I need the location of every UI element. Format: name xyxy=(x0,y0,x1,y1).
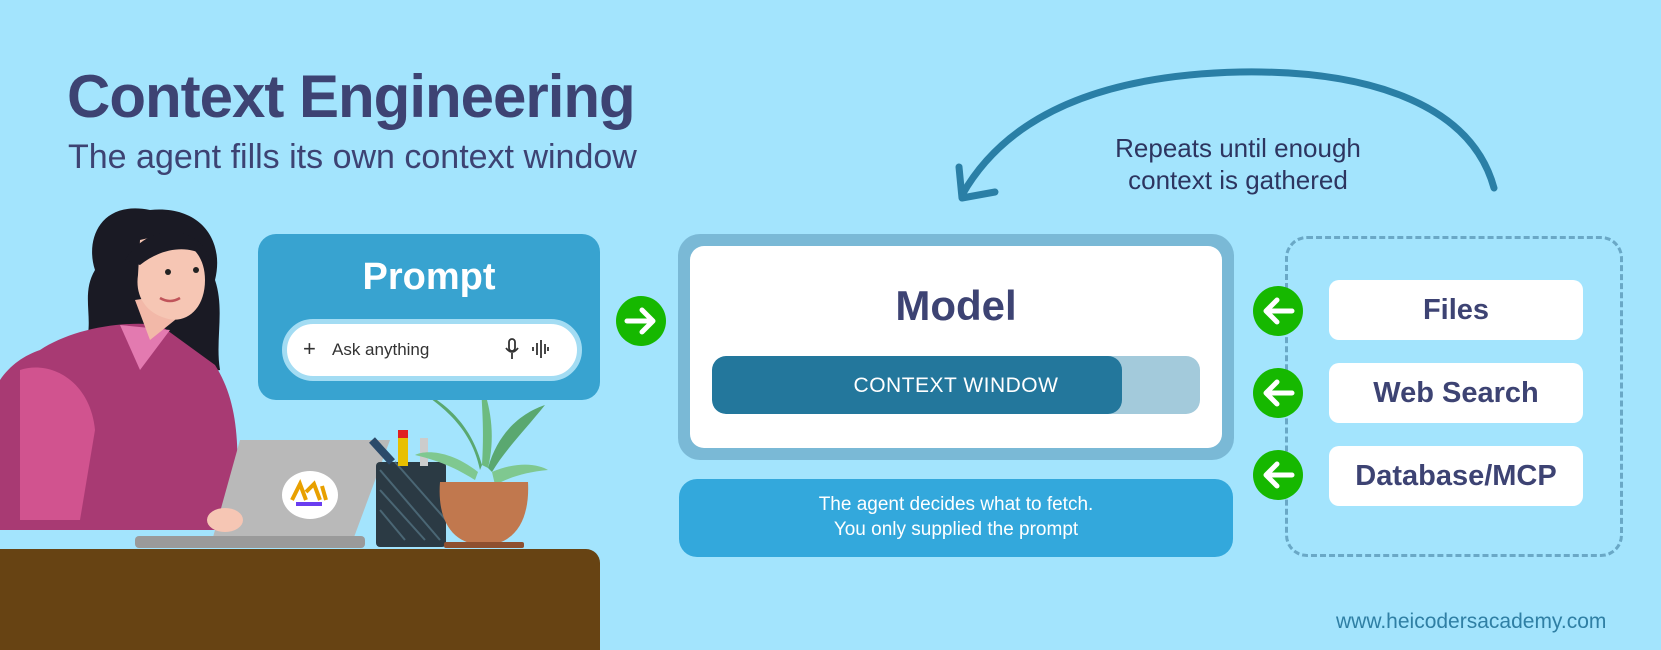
prompt-input[interactable]: + Ask anything xyxy=(282,319,582,381)
arrow-right-icon xyxy=(616,296,666,346)
plus-icon[interactable]: + xyxy=(303,336,316,361)
arrow-left-icon xyxy=(1253,450,1303,500)
loop-arrow-icon xyxy=(955,68,1498,202)
model-inner: Model CONTEXT WINDOW xyxy=(690,246,1222,448)
source-database-mcp: Database/MCP xyxy=(1329,446,1583,506)
woman-at-laptop-illustration xyxy=(0,208,548,548)
loop-caption-line-2: context is gathered xyxy=(1128,165,1348,195)
source-label: Database/MCP xyxy=(1355,460,1557,492)
context-window-bar: CONTEXT WINDOW xyxy=(712,356,1200,414)
source-label: Files xyxy=(1422,294,1490,326)
arrow-left-icon xyxy=(1253,286,1303,336)
website-url: www.heicodersacademy.com xyxy=(1336,610,1607,633)
loop-caption: Repeats until enough context is gathered xyxy=(1088,132,1388,196)
page-subtitle: The agent fills its own context window xyxy=(68,138,637,176)
arrow-left-icon xyxy=(1253,368,1303,418)
note-line-1: The agent decides what to fetch. xyxy=(818,494,1094,515)
note-box: The agent decides what to fetch. You onl… xyxy=(679,479,1233,557)
note-line-2: You only supplied the prompt xyxy=(833,519,1079,540)
voice-wave-icon[interactable] xyxy=(531,339,549,359)
loop-caption-line-1: Repeats until enough xyxy=(1115,133,1361,163)
model-card: Model CONTEXT WINDOW xyxy=(678,234,1234,460)
context-window-fill xyxy=(712,356,1122,414)
prompt-placeholder: Ask anything xyxy=(332,340,430,359)
source-label: Web Search xyxy=(1373,377,1539,409)
prompt-card: Prompt + Ask anything xyxy=(258,234,600,400)
model-title: Model xyxy=(895,282,1017,329)
source-web-search: Web Search xyxy=(1329,363,1583,423)
desk xyxy=(0,549,600,650)
page-title: Context Engineering xyxy=(67,63,636,130)
source-files: Files xyxy=(1329,280,1583,340)
mic-icon[interactable] xyxy=(505,338,519,360)
context-window-label: CONTEXT WINDOW xyxy=(853,374,1059,397)
prompt-title: Prompt xyxy=(362,256,496,298)
